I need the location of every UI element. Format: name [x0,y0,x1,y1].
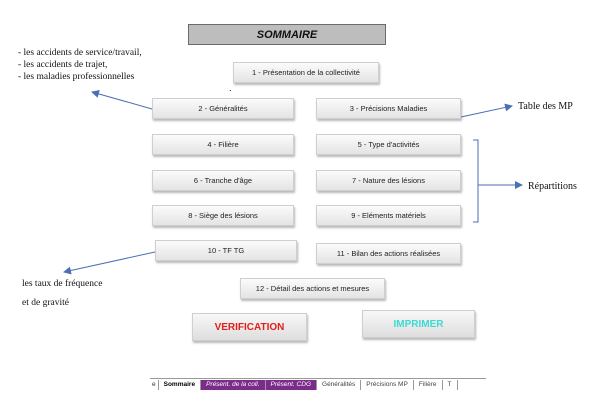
button-tf-tg[interactable]: 10 - TF TG [155,240,297,261]
button-siege-lesions[interactable]: 8 - Siège des lésions [152,205,294,226]
button-detail-actions[interactable]: 12 - Détail des actions et mesures [240,278,385,299]
note-table-mp: Table des MP [518,101,573,112]
note-accidents: - les accidents de service/travail, - le… [18,47,142,83]
sheet-tab-left-fragment[interactable]: e [150,380,159,390]
summary-title: SOMMAIRE [188,24,386,45]
note-accidents-line-3: - les maladies professionnelles [18,72,135,82]
note-accidents-line-1: - les accidents de service/travail, [18,48,142,58]
button-bilan-actions[interactable]: 11 - Bilan des actions réalisées [316,243,461,264]
verification-button[interactable]: VERIFICATION [192,313,307,341]
imprimer-button[interactable]: IMPRIMER [362,310,475,338]
note-taux: les taux de fréquence et de gravité [22,278,102,309]
stray-dot: . [229,83,232,93]
button-presentation-collectivite[interactable]: 1 - Présentation de la collectivité [233,62,379,83]
button-precisions-maladies[interactable]: 3 - Précisions Maladies [316,98,461,119]
note-taux-line-1: les taux de fréquence [22,279,103,289]
sheet-tab-present-cdg[interactable]: Présent. CDG [265,380,318,390]
note-accidents-line-2: - les accidents de trajet, [18,60,108,70]
button-filiere[interactable]: 4 - Filière [152,134,294,155]
note-taux-line-2: et de gravité [22,298,69,308]
arrow-table-mp [460,103,513,118]
arrow-tf-tg [63,251,156,275]
bracket-repartitions [473,139,479,223]
sheet-tabs-bar: e Sommaire Présent. de la coll. Présent.… [150,378,486,390]
button-generalites[interactable]: 2 - Généralités [152,98,294,119]
arrow-generalites [91,90,153,110]
note-repartitions: Répartitions [528,181,577,192]
sheet-tab-precisions-mp[interactable]: Précisions MP [361,380,414,390]
button-nature-lesions[interactable]: 7 - Nature des lésions [316,170,461,191]
sheet-tab-filiere[interactable]: Filière [414,380,443,390]
sheet-tab-present-coll[interactable]: Présent. de la coll. [201,380,266,390]
button-tranche-age[interactable]: 6 - Tranche d'âge [152,170,294,191]
button-elements-materiels[interactable]: 9 - Eléments matériels [316,205,461,226]
sheet-tab-truncated[interactable]: T [443,380,458,390]
sheet-tab-sommaire[interactable]: Sommaire [158,380,202,390]
button-type-activites[interactable]: 5 - Type d'activités [316,134,461,155]
sheet-tab-generalites[interactable]: Généralités [317,380,362,390]
